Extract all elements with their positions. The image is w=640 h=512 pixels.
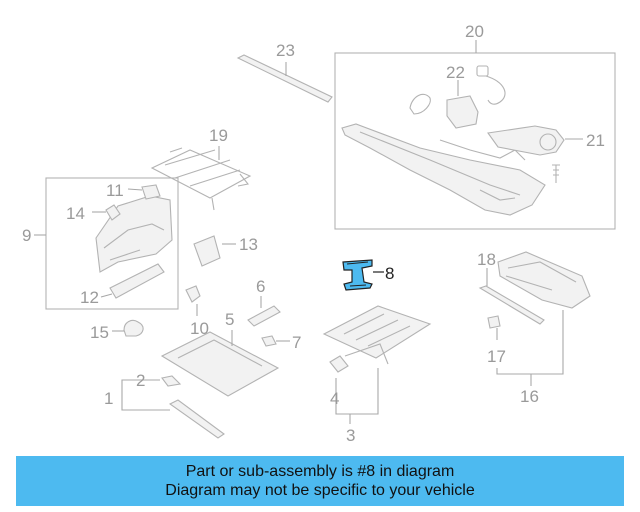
- callout-18: 18: [477, 250, 496, 269]
- callout-19: 19: [209, 126, 228, 145]
- callout-6: 6: [256, 277, 265, 296]
- callout-16: 16: [520, 387, 539, 406]
- callout-20: 20: [465, 22, 484, 41]
- part-14-clip: [105, 204, 121, 221]
- control-module: [446, 95, 479, 129]
- callout-7: 7: [292, 333, 301, 352]
- callout-22: 22: [446, 63, 465, 82]
- callout-8: 8: [385, 264, 394, 283]
- callout-17: 17: [487, 347, 506, 366]
- part-8-bracket-highlighted: [342, 259, 373, 291]
- callout-12: 12: [80, 288, 99, 307]
- part-18-trim: [478, 285, 545, 325]
- part-2-clip: [161, 375, 182, 387]
- part-12-panel: [109, 263, 165, 299]
- callout-5: 5: [225, 310, 234, 329]
- part-5-floor-panel: [160, 331, 280, 397]
- callout-9: 9: [22, 226, 31, 245]
- part-10-bolt: [185, 285, 201, 303]
- callout-13: 13: [239, 235, 258, 254]
- trim-strip: [236, 54, 333, 103]
- part-1-sill-plate: [168, 399, 225, 439]
- callout-1: 1: [104, 389, 113, 408]
- info-banner: Part or sub-assembly is #8 in diagram Di…: [16, 456, 624, 506]
- callout-3: 3: [346, 426, 355, 445]
- callout-14: 14: [66, 204, 85, 223]
- parts-diagram: 20 22 21 23 19 9 11 14 12 13 1: [22, 22, 616, 445]
- cargo-cover-frame: [150, 149, 252, 199]
- group-box-20: [334, 52, 616, 230]
- motor: [487, 125, 565, 156]
- part-13-cover: [193, 235, 221, 267]
- part-11-bracket: [141, 184, 161, 200]
- part-15-knob: [123, 319, 144, 337]
- part-7-fastener: [261, 335, 277, 347]
- part-17-clip: [487, 315, 501, 329]
- banner-line-2: Diagram may not be specific to your vehi…: [165, 482, 475, 499]
- part-4-box: [329, 355, 349, 373]
- callout-10: 10: [190, 319, 209, 338]
- callout-23: 23: [276, 41, 295, 60]
- callout-21: 21: [586, 131, 605, 150]
- part-16-panel: [497, 251, 591, 309]
- part-6-rail: [247, 305, 281, 327]
- part-3-cargo-floor: [322, 305, 432, 359]
- side-trim-panel: [95, 195, 173, 273]
- group-box-9: [45, 177, 179, 310]
- banner-line-1: Part or sub-assembly is #8 in diagram: [185, 463, 455, 480]
- callout-11: 11: [106, 181, 124, 200]
- callout-2: 2: [136, 371, 145, 390]
- callout-4: 4: [330, 389, 339, 408]
- callout-15: 15: [90, 323, 109, 342]
- bracket-assembly: [341, 123, 546, 216]
